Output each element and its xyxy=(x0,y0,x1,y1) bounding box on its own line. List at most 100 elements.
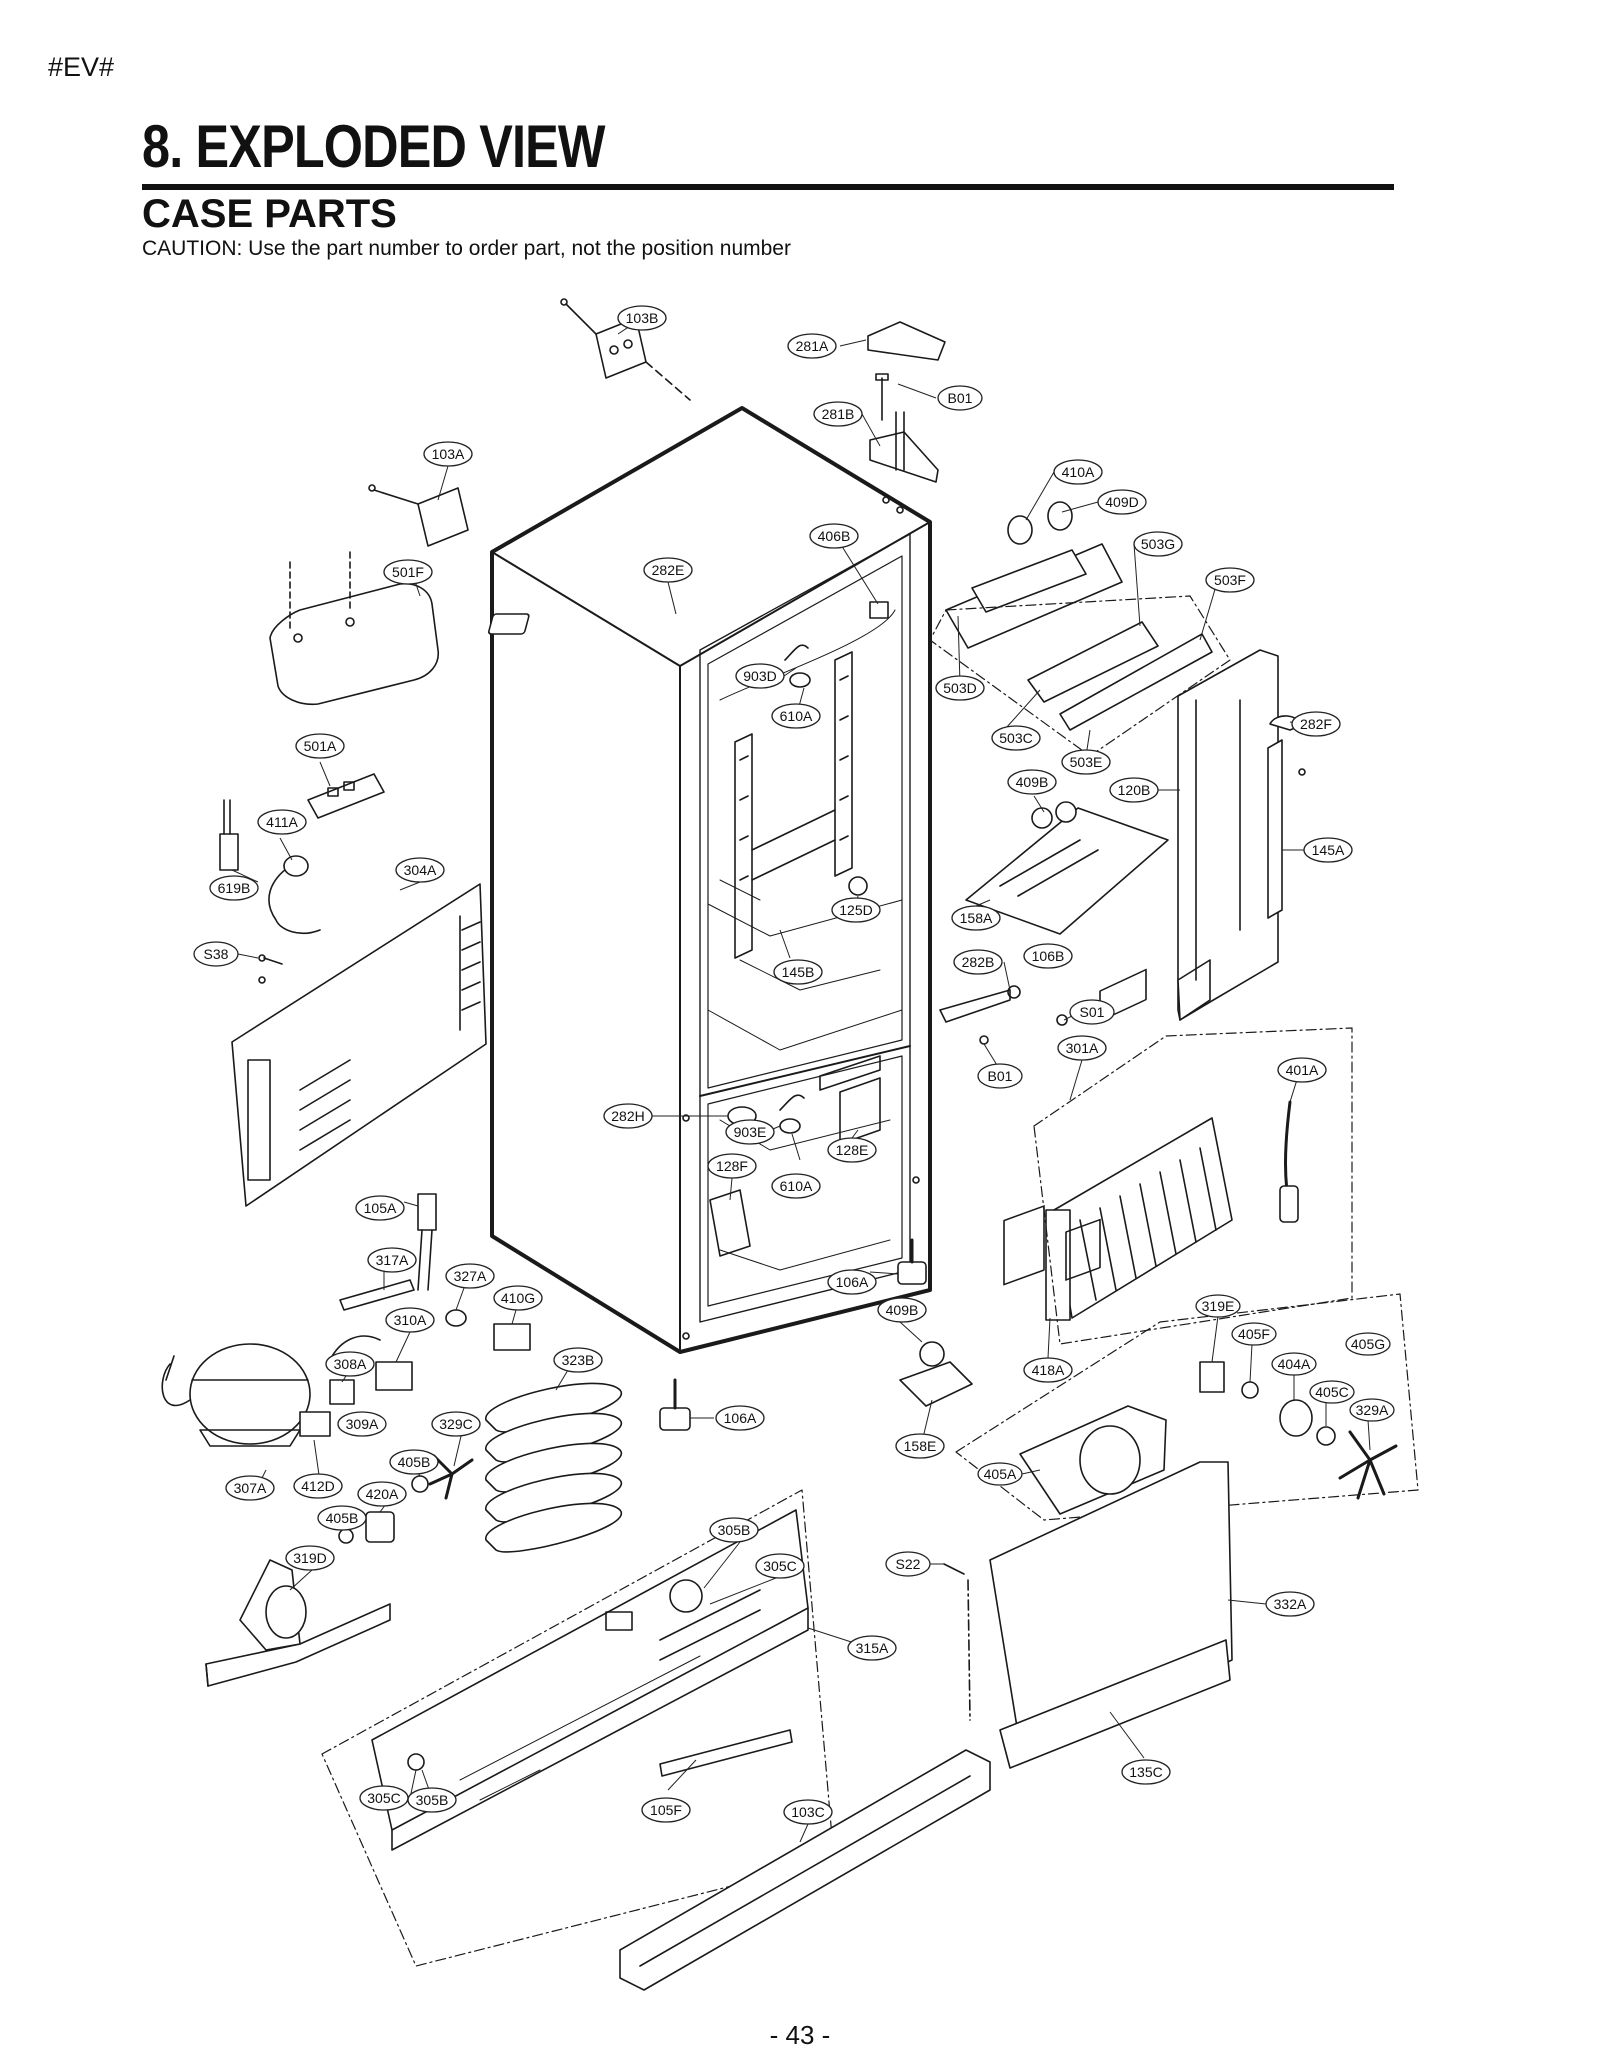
shelf-rails xyxy=(734,651,853,959)
callout-label: 420A xyxy=(357,1481,407,1507)
callout-label: 305B xyxy=(709,1517,759,1543)
svg-text:405C: 405C xyxy=(1315,1384,1348,1400)
svg-text:145A: 145A xyxy=(1312,842,1345,858)
svg-text:411A: 411A xyxy=(266,814,298,830)
section-subtitle: CASE PARTS xyxy=(142,192,397,236)
callout-label: 503F xyxy=(1205,567,1255,593)
callout-label: 282F xyxy=(1291,711,1341,737)
svg-text:404A: 404A xyxy=(1278,1356,1311,1372)
svg-text:305B: 305B xyxy=(416,1792,449,1808)
callout-label: 120B xyxy=(1109,777,1159,803)
part-105a xyxy=(417,1193,437,1291)
svg-text:305C: 305C xyxy=(367,1790,400,1806)
svg-text:418A: 418A xyxy=(1032,1362,1065,1378)
part-307a xyxy=(161,1343,311,1447)
callout-label: 315A xyxy=(847,1635,897,1661)
svg-text:327A: 327A xyxy=(454,1268,487,1284)
svg-text:903D: 903D xyxy=(743,668,776,684)
part-120b xyxy=(1177,649,1279,1021)
svg-text:405F: 405F xyxy=(1238,1326,1270,1342)
callout-label: 282H xyxy=(603,1103,653,1129)
callout-label: 405F xyxy=(1231,1322,1277,1346)
svg-text:405B: 405B xyxy=(398,1454,431,1470)
callout-label: 301A xyxy=(1057,1035,1107,1061)
top-hinge xyxy=(867,321,946,514)
callout-label: 106A xyxy=(715,1405,765,1431)
callout-label: 106A xyxy=(827,1269,877,1295)
part-610a xyxy=(789,672,811,688)
svg-text:282E: 282E xyxy=(652,562,685,578)
callout-label: 329A xyxy=(1349,1398,1395,1422)
callout-label: 158A xyxy=(951,905,1001,931)
part-125d xyxy=(848,876,868,896)
part-319d-drain-pan xyxy=(205,1559,391,1687)
callout-label: 409D xyxy=(1097,489,1147,515)
callout-label: 410A xyxy=(1053,459,1103,485)
callout-label: 409B xyxy=(877,1297,927,1323)
svg-text:409B: 409B xyxy=(886,1302,919,1318)
svg-text:315A: 315A xyxy=(856,1640,889,1656)
svg-text:332A: 332A xyxy=(1274,1596,1307,1612)
callout-label: 106B xyxy=(1023,943,1073,969)
callout-label: 105F xyxy=(641,1797,691,1823)
callout-label: 103A xyxy=(423,441,473,467)
svg-text:106B: 106B xyxy=(1032,948,1065,964)
svg-text:158A: 158A xyxy=(960,910,993,926)
part-418a-evaporator xyxy=(1045,1117,1233,1321)
callout-label: 418A xyxy=(1023,1357,1073,1383)
callout-label: 282B xyxy=(953,949,1003,975)
svg-text:903E: 903E xyxy=(734,1124,767,1140)
svg-text:282B: 282B xyxy=(962,954,995,970)
callout-label: 503D xyxy=(935,675,985,701)
svg-text:501A: 501A xyxy=(304,738,337,754)
part-304a xyxy=(231,883,487,1207)
callout-label: 405B xyxy=(317,1505,367,1531)
svg-text:405G: 405G xyxy=(1351,1336,1385,1352)
callout-label: 412D xyxy=(293,1473,343,1499)
svg-text:319E: 319E xyxy=(1202,1298,1235,1314)
callout-label: 501F xyxy=(383,559,433,585)
svg-text:305B: 305B xyxy=(718,1522,751,1538)
cabinet-shell xyxy=(490,406,932,1354)
svg-text:B01: B01 xyxy=(988,1068,1013,1084)
callout-label: 411A xyxy=(257,809,307,835)
svg-text:308A: 308A xyxy=(334,1356,367,1372)
svg-text:106A: 106A xyxy=(836,1274,869,1290)
svg-text:329A: 329A xyxy=(1356,1402,1389,1418)
part-103a xyxy=(368,484,469,547)
part-332a-panel xyxy=(989,968,1233,1759)
svg-text:329C: 329C xyxy=(439,1416,472,1432)
callout-label: 145B xyxy=(773,959,823,985)
svg-text:281B: 281B xyxy=(822,406,855,422)
svg-text:405B: 405B xyxy=(326,1510,359,1526)
callout-label: 304A xyxy=(395,857,445,883)
callout-label: B01 xyxy=(977,1063,1023,1089)
svg-text:401A: 401A xyxy=(1286,1062,1319,1078)
svg-text:619B: 619B xyxy=(218,880,251,896)
callout-label: 406B xyxy=(809,523,859,549)
svg-text:503E: 503E xyxy=(1070,754,1103,770)
svg-text:310A: 310A xyxy=(394,1312,427,1328)
callout-label: 903D xyxy=(735,663,785,689)
svg-text:309A: 309A xyxy=(346,1416,379,1432)
callout-label: 903E xyxy=(725,1119,775,1145)
svg-text:501F: 501F xyxy=(392,564,424,580)
svg-text:420A: 420A xyxy=(366,1486,399,1502)
svg-text:106A: 106A xyxy=(724,1410,757,1426)
callout-label: 327A xyxy=(445,1263,495,1289)
callout-label: 281B xyxy=(813,401,863,427)
callout-label: 503E xyxy=(1061,749,1111,775)
part-323b-condenser xyxy=(485,1382,623,1553)
callout-label: S38 xyxy=(193,941,239,967)
callout-label: B01 xyxy=(937,385,983,411)
svg-text:412D: 412D xyxy=(301,1478,334,1494)
title-rule xyxy=(142,184,1394,190)
part-903d xyxy=(784,644,809,661)
callout-label: 610A xyxy=(771,703,821,729)
svg-text:307A: 307A xyxy=(234,1480,267,1496)
part-315a-base-plate xyxy=(371,1509,809,1851)
callout-label: S22 xyxy=(885,1551,931,1577)
svg-text:281A: 281A xyxy=(796,338,829,354)
svg-text:103B: 103B xyxy=(626,310,659,326)
